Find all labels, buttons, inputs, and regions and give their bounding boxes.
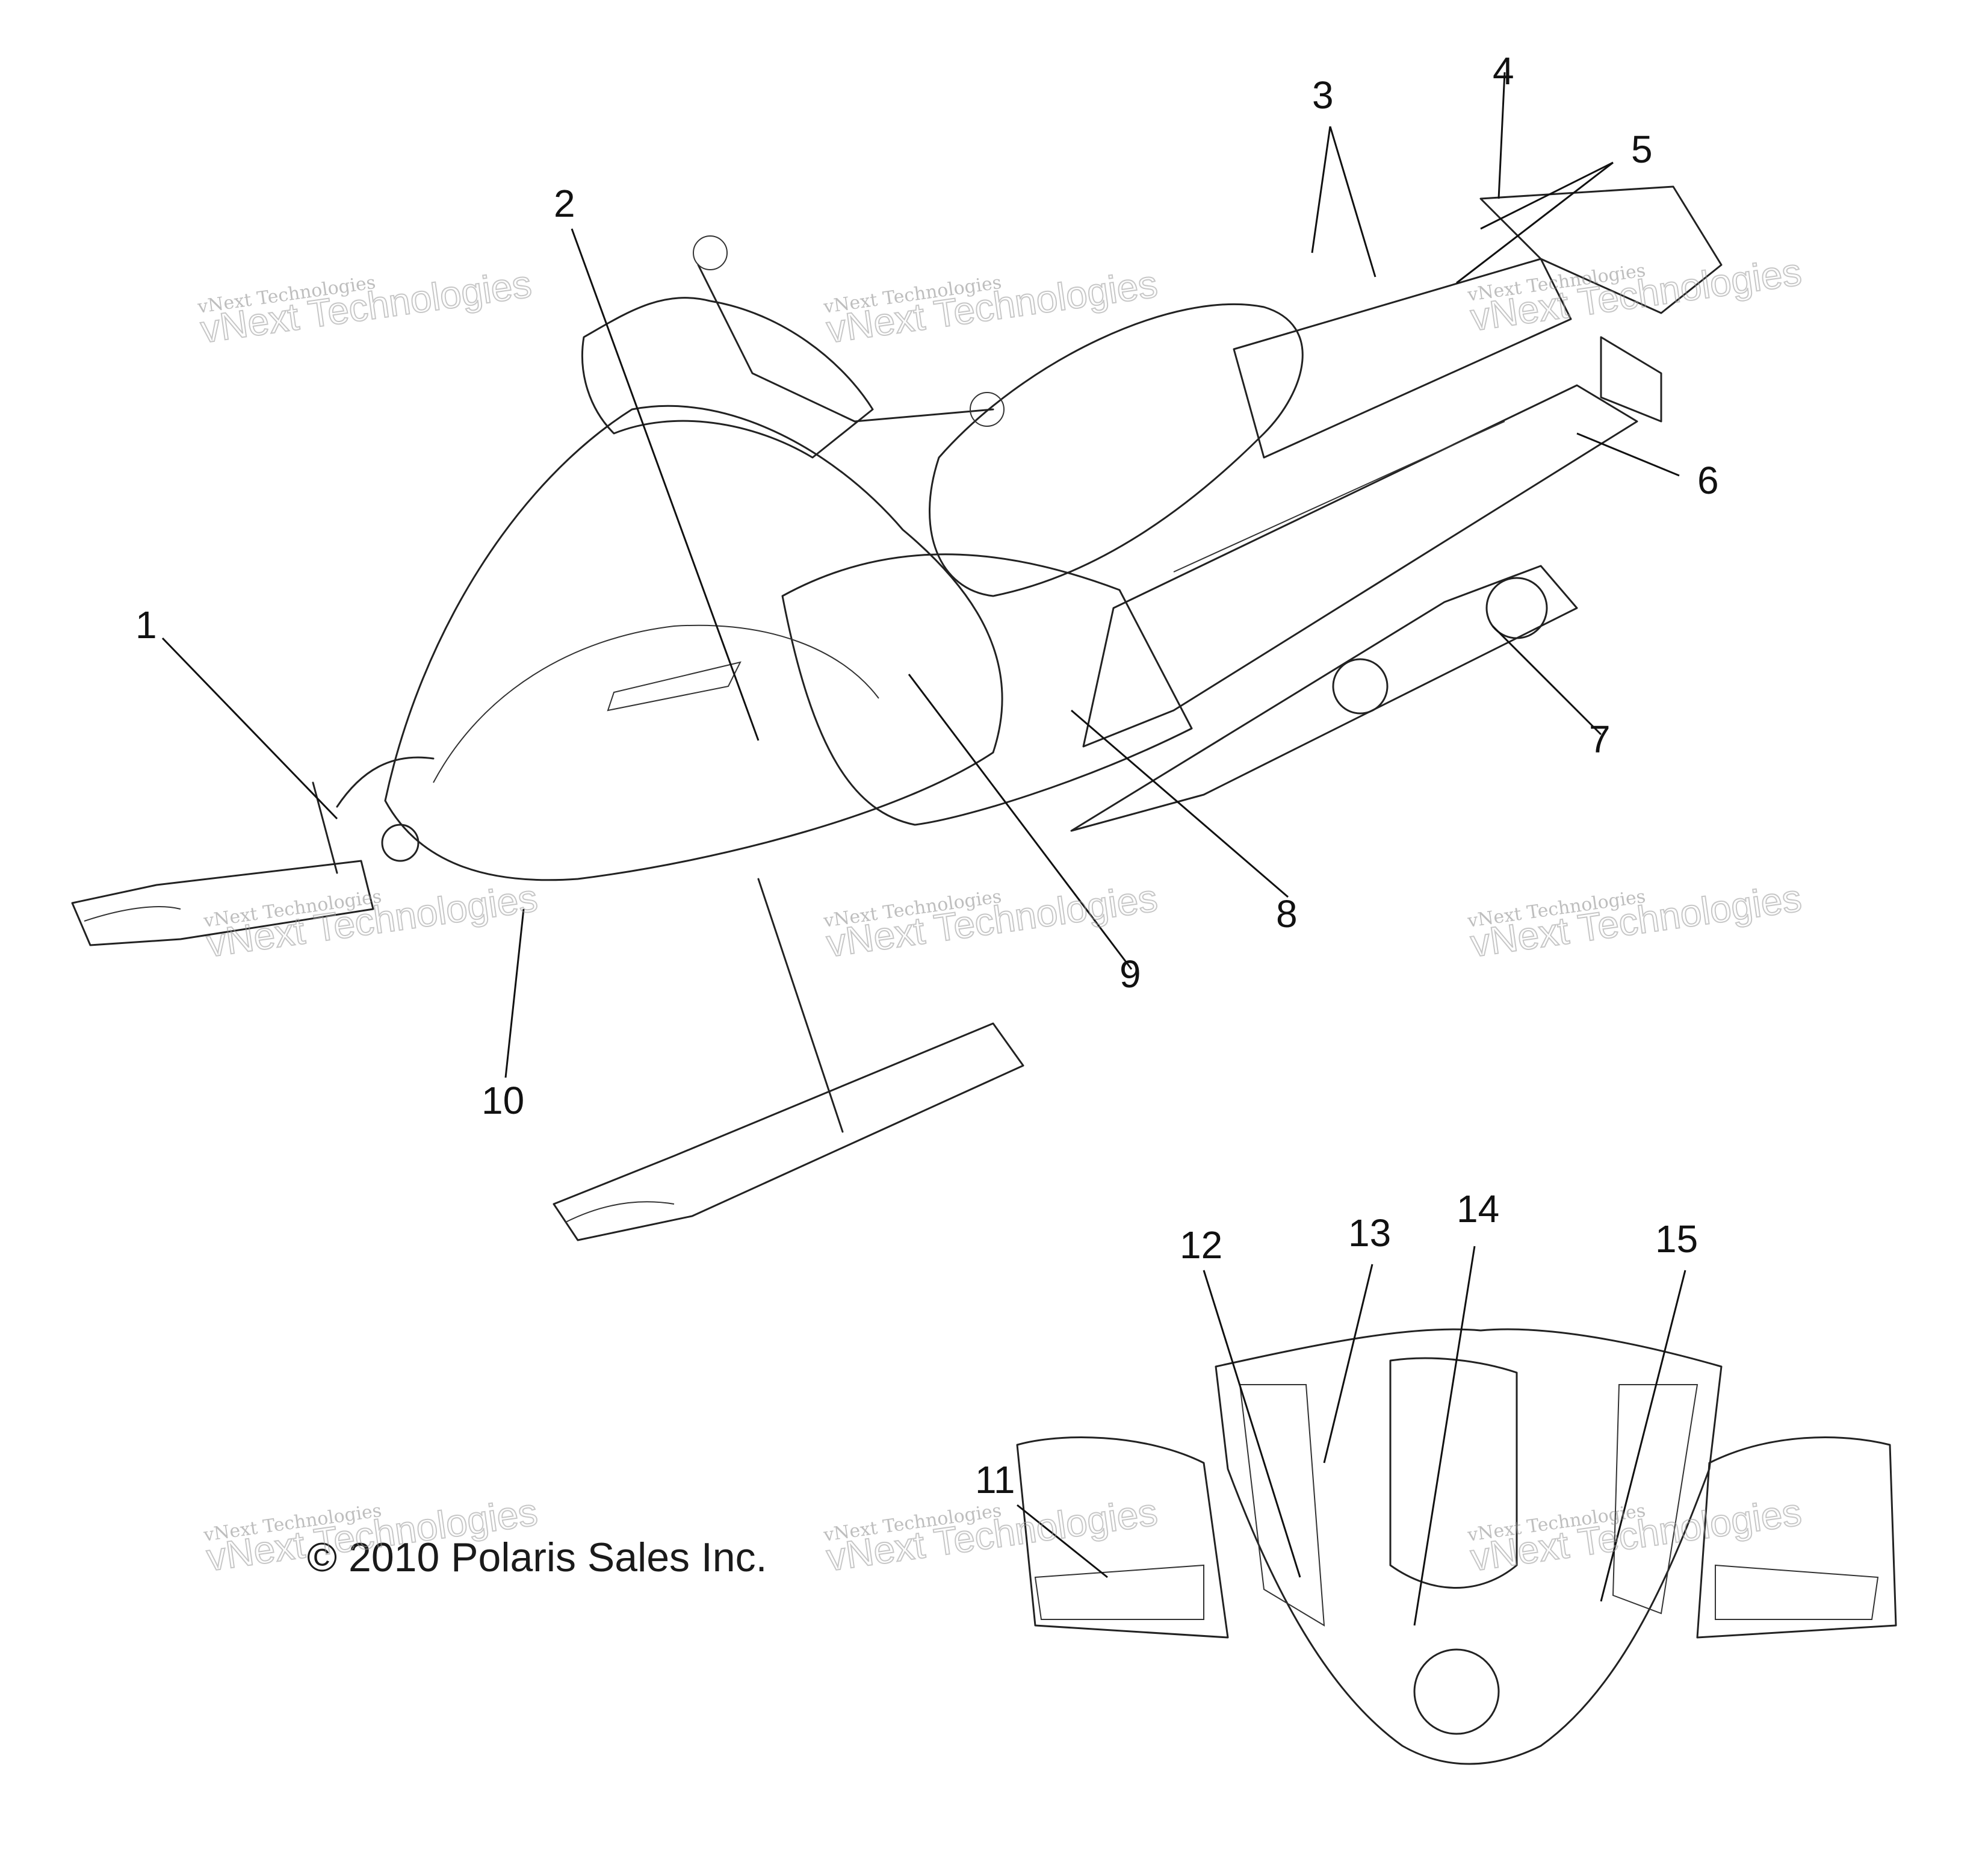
watermark-3: vNext Technologies vNext Technologies <box>1466 249 1804 340</box>
callout-13: 13 <box>1348 1211 1391 1255</box>
callout-10: 10 <box>482 1079 524 1122</box>
callout-14: 14 <box>1457 1187 1499 1231</box>
callout-6: 6 <box>1697 459 1719 502</box>
watermark-2: vNext Technologies vNext Technologies <box>822 261 1160 352</box>
callout-3: 3 <box>1312 73 1334 117</box>
snowmobile-illustration <box>71 185 1723 1241</box>
callout-4: 4 <box>1493 49 1514 93</box>
watermark-5: vNext Technologies vNext Technologies <box>822 875 1160 966</box>
callout-12: 12 <box>1180 1223 1222 1267</box>
callout-9: 9 <box>1119 952 1141 996</box>
leader-lines <box>161 72 1686 1626</box>
callout-8: 8 <box>1276 892 1298 936</box>
watermark-6: vNext Technologies vNext Technologies <box>1466 875 1804 966</box>
callout-11: 11 <box>975 1458 1015 1501</box>
callout-2: 2 <box>554 182 575 225</box>
callout-7: 7 <box>1589 718 1611 761</box>
callout-15: 15 <box>1655 1217 1698 1261</box>
callout-1: 1 <box>135 603 157 647</box>
callout-5: 5 <box>1631 128 1653 171</box>
copyright-notice: © 2010 Polaris Sales Inc. <box>307 1535 767 1580</box>
watermark-4: vNext Technologies vNext Technologies <box>202 875 540 966</box>
watermark-1: vNext Technologies vNext Technologies <box>196 261 534 352</box>
callout-labels: 1 2 3 4 5 6 7 8 9 10 11 12 13 14 15 <box>135 49 1719 1501</box>
watermarks: vNext Technologies vNext Technologies vN… <box>196 249 1804 1580</box>
hood-front-illustration <box>1016 1328 1897 1765</box>
